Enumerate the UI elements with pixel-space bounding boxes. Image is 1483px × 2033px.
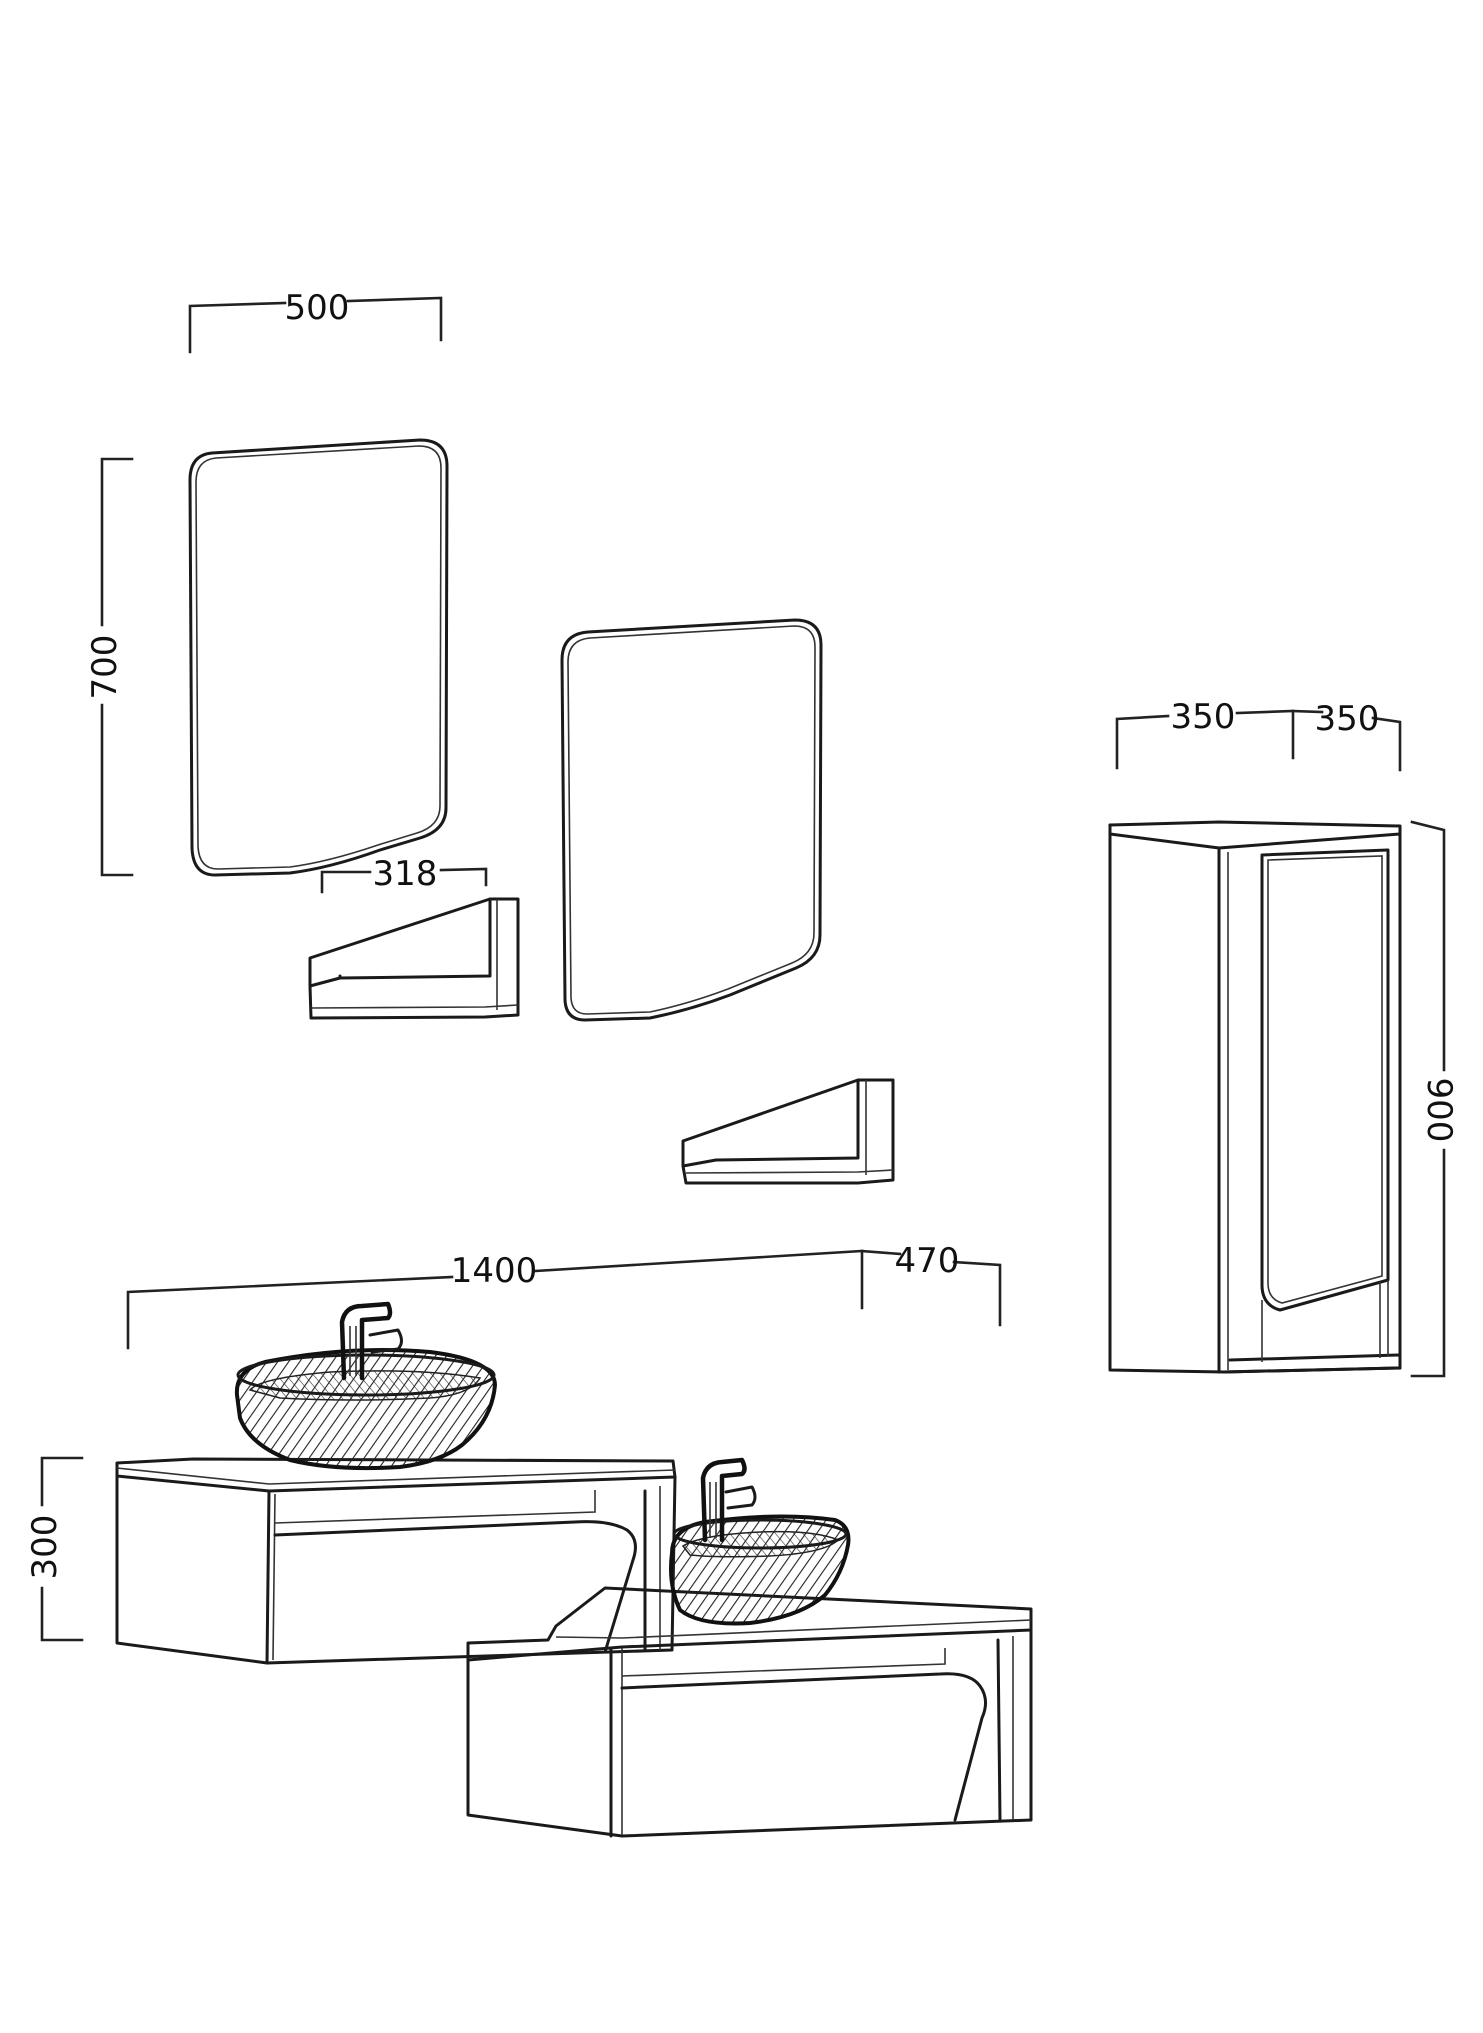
dimension-label-cabinet-depth: 350 — [1315, 699, 1380, 739]
dimension-vanity-width-depth: 1400 470 — [126, 1241, 1002, 1350]
shelf-left — [308, 897, 520, 1020]
dimension-label-vanity-height: 300 — [25, 1515, 65, 1580]
dimension-label-mirror-width: 500 — [285, 288, 350, 328]
vanity-unit-right — [466, 1457, 1033, 1838]
dimension-label-cabinet-width: 350 — [1171, 697, 1236, 737]
tall-cabinet — [1108, 820, 1402, 1374]
faucet-right — [700, 1457, 757, 1543]
dimension-cabinet-height: 900 — [1410, 820, 1459, 1378]
dimension-label-mirror-height: 700 — [85, 635, 125, 700]
faucet-left — [339, 1301, 403, 1381]
dimension-label-vanity-depth: 470 — [895, 1241, 960, 1281]
vessel-basin-left — [234, 1347, 498, 1471]
dimension-vanity-height: 300 — [25, 1456, 84, 1642]
dimension-shelf-width: 318 — [320, 854, 488, 894]
shelf-right — [681, 1078, 895, 1185]
dimension-label-shelf-width: 318 — [373, 854, 438, 894]
dimension-label-vanity-width: 1400 — [451, 1251, 538, 1291]
vessel-basin-right — [669, 1514, 851, 1626]
dimension-mirror-height: 700 — [85, 457, 134, 877]
dimension-mirror-width: 500 — [188, 288, 443, 354]
vanity-unit-left — [115, 1301, 677, 1665]
mirror-left — [188, 438, 449, 877]
mirror-right — [560, 618, 823, 1022]
dimension-cabinet-width-depth: 350 350 — [1115, 697, 1402, 772]
dimension-label-cabinet-height: 900 — [1419, 1078, 1459, 1143]
